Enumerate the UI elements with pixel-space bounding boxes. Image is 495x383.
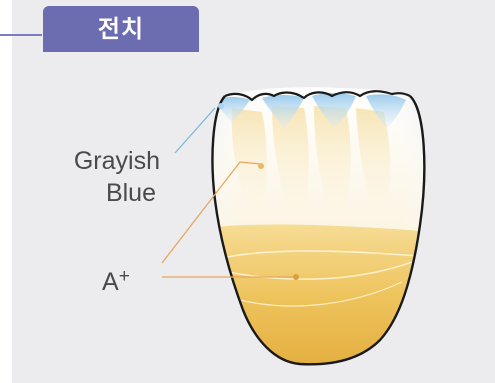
- a-plus-marker-lower: [293, 274, 299, 280]
- tooth-body: [205, 80, 435, 372]
- a-plus-label: A+: [102, 261, 130, 298]
- a-plus-label-superscript: +: [119, 266, 130, 287]
- a-plus-label-base: A: [102, 268, 119, 296]
- grayish-blue-label-line1: Grayish: [48, 146, 160, 177]
- grayish-blue-label-line2: Blue: [48, 178, 156, 209]
- a-plus-marker-upper: [258, 163, 264, 169]
- grayish-blue-marker: [218, 103, 224, 109]
- grayish-blue-leader: [175, 108, 215, 153]
